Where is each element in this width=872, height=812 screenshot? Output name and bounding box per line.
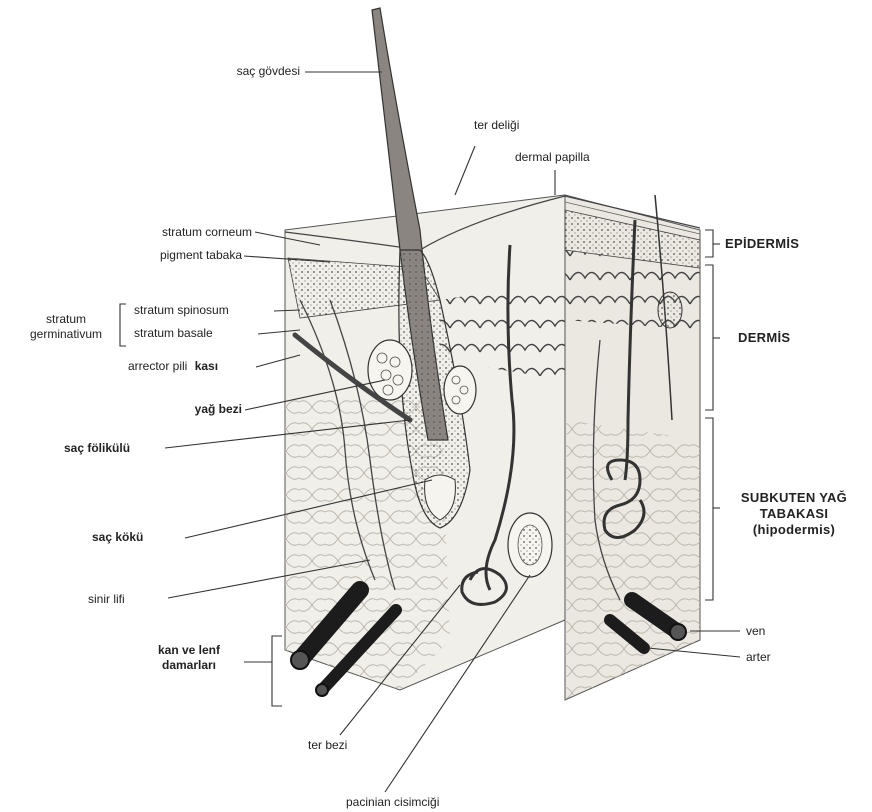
label-stratum-germinativum-2: germinativum: [16, 327, 116, 342]
region-subkuten-1: SUBKUTEN YAĞ: [720, 490, 868, 505]
label-stratum-basale: stratum basale: [134, 326, 213, 341]
label-arter: arter: [746, 650, 771, 665]
region-subkuten-3: (hipodermis): [720, 522, 868, 537]
label-sac-koku: saç kökü: [92, 530, 143, 545]
label-ven: ven: [746, 624, 765, 639]
label-stratum-germinativum-1: stratum: [16, 312, 116, 327]
label-stratum-corneum: stratum corneum: [120, 225, 252, 240]
label-sac-govdesi: saç gövdesi: [170, 64, 300, 79]
label-arrector-pili-text: arrector pili: [128, 359, 187, 373]
label-sinir-lifi: sinir lifi: [88, 592, 125, 607]
label-dermal-papilla: dermal papilla: [515, 150, 590, 165]
region-epidermis: EPİDERMİS: [725, 236, 799, 251]
label-sac-folikulu: saç fölikülü: [64, 441, 130, 456]
label-kasi: kası: [195, 359, 218, 373]
label-kan-lenf-1: kan ve lenf: [134, 643, 244, 658]
sebaceous-gland-left: [368, 340, 412, 400]
label-pacinian-cisimcigi: pacinian cisimciği: [346, 795, 439, 810]
label-pigment-tabaka: pigment tabaka: [120, 248, 242, 263]
label-stratum-spinosum: stratum spinosum: [134, 303, 229, 318]
label-ter-bezi: ter bezi: [308, 738, 347, 753]
label-ter-deligi: ter deliği: [474, 118, 519, 133]
label-arrector-pili: arrector pili kası: [128, 359, 218, 374]
region-dermis: DERMİS: [738, 330, 790, 345]
label-yag-bezi: yağ bezi: [130, 402, 242, 417]
region-subkuten-2: TABAKASI: [720, 506, 868, 521]
label-kan-lenf-2: damarları: [134, 658, 244, 673]
right-sebaceous: [658, 292, 682, 328]
